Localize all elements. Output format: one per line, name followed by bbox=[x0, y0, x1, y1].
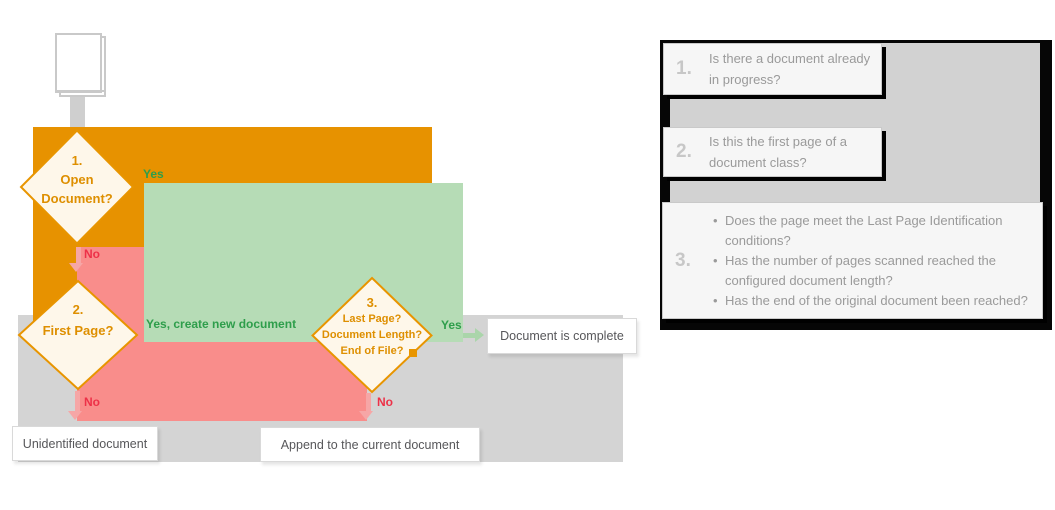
diamond-3-yes-label: Yes bbox=[441, 318, 462, 332]
legend-item-1: 1. Is there a document already in progre… bbox=[663, 43, 882, 95]
arrow-d3-no-head bbox=[359, 411, 373, 420]
arrow-d3-no-shaft bbox=[366, 393, 371, 412]
legend-item-number: 3. bbox=[675, 249, 691, 271]
outcome-document-complete: Document is complete bbox=[487, 318, 637, 354]
diamond-2-yes-label: Yes, create new document bbox=[146, 317, 297, 331]
outcome-append-to-current: Append to the current document bbox=[260, 427, 480, 462]
legend-bullet: Does the page meet the Last Page Identif… bbox=[713, 211, 1034, 251]
legend-item-text: Is this the first page of a document cla… bbox=[709, 134, 848, 170]
outcome-unidentified-document: Unidentified document bbox=[12, 426, 158, 461]
page-front-icon bbox=[55, 33, 102, 93]
diamond-2-no-label: No bbox=[84, 395, 100, 409]
legend-item-3: 3. Does the page meet the Last Page Iden… bbox=[662, 202, 1043, 319]
diamond-2-label: 2. First Page? bbox=[42, 302, 114, 338]
arrow-d2-no-head bbox=[68, 411, 82, 420]
page-stack-line bbox=[57, 90, 104, 92]
legend-bullet: Has the end of the original document bee… bbox=[713, 291, 1034, 311]
diamond-3-no-label: No bbox=[377, 395, 393, 409]
arrow-d3-yes-shaft bbox=[463, 333, 476, 338]
connector-stub bbox=[70, 97, 85, 127]
diamond-1-label: 1. Open Document? bbox=[41, 153, 113, 206]
legend-item-2: 2. Is this the first page of a document … bbox=[663, 127, 882, 177]
arrow-d3-yes-head bbox=[475, 328, 484, 342]
legend-item-number: 2. bbox=[676, 141, 692, 162]
arrow-d1-no-shaft bbox=[76, 247, 81, 264]
legend-item-bullet-list: Does the page meet the Last Page Identif… bbox=[708, 211, 1042, 311]
arrow-d2-no-shaft bbox=[75, 391, 80, 412]
diamond-1-yes-label: Yes bbox=[143, 167, 164, 181]
diamond-3-label: 3. Last Page? Document Length? End of Fi… bbox=[321, 295, 423, 357]
arrow-d1-no-head bbox=[69, 263, 83, 272]
legend-bullet: Has the number of pages scanned reached … bbox=[713, 251, 1034, 291]
page-stack-line bbox=[61, 95, 104, 97]
legend-item-text: Is there a document already in progress? bbox=[709, 51, 871, 87]
legend-item-number: 1. bbox=[676, 58, 692, 79]
diamond-1-no-label: No bbox=[84, 247, 100, 261]
